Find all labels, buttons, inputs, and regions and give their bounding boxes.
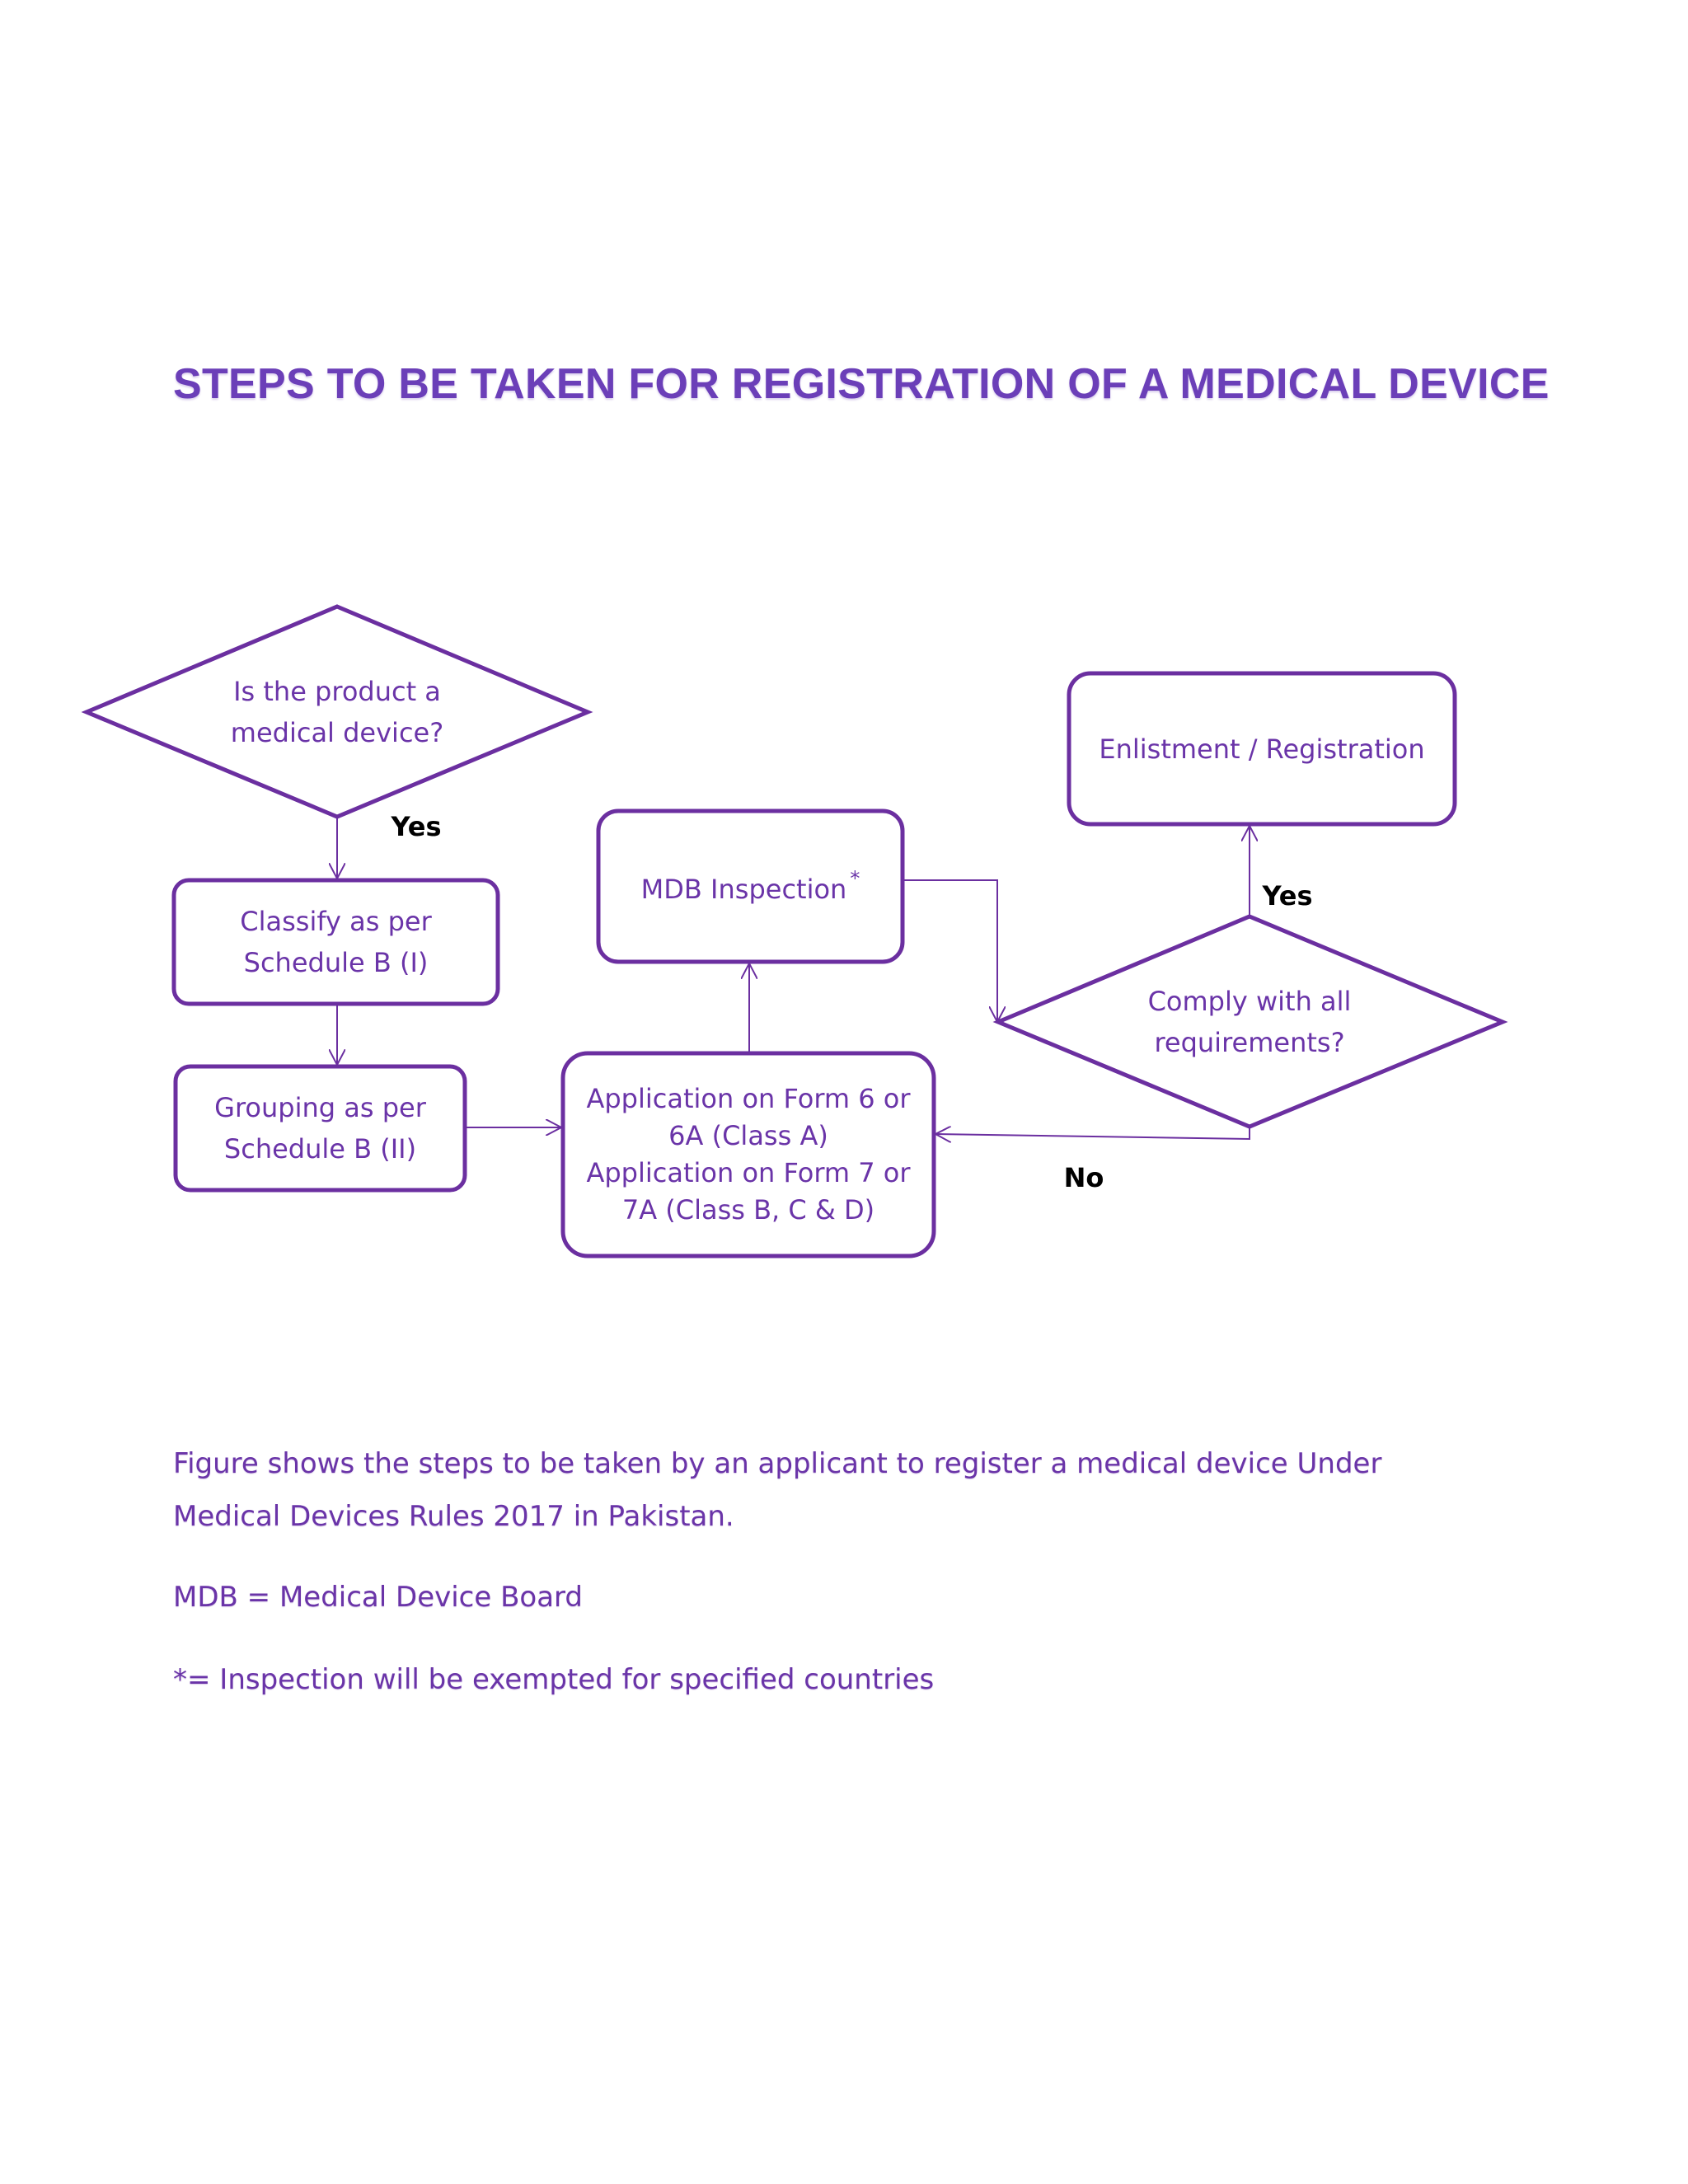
inspection-footnote: *= Inspection will be exempted for speci… [173, 1663, 935, 1696]
application-line4: 7A (Class B, C & D) [621, 1194, 875, 1226]
grouping-line1: Grouping as per [214, 1092, 426, 1123]
decision-is-device: Is the product a medical device? [190, 663, 485, 762]
inspection-box-shape [596, 808, 905, 964]
arrow-inspection-to-comply [903, 879, 997, 1022]
application-line3: Application on Form 7 or [586, 1157, 911, 1188]
inspection-label: MDB Inspection [640, 873, 847, 905]
registration-box: Enlistment / Registration [1071, 676, 1452, 822]
arrow-comply-no-to-application [935, 1127, 1250, 1139]
classify-box-shape [171, 878, 500, 1006]
edge-label-yes-comply: Yes [1262, 880, 1313, 912]
decision-comply: Comply with all requirements? [1104, 972, 1395, 1071]
decision-is-device-line1: Is the product a [233, 676, 441, 707]
application-box: Application on Form 6 or 6A (Class A) Ap… [565, 1056, 931, 1254]
page-title: STEPS TO BE TAKEN FOR REGISTRATION OF A … [173, 360, 1550, 408]
classify-line2: Schedule B (I) [243, 947, 429, 978]
figure-caption: Figure shows the steps to be taken by an… [173, 1447, 1382, 1533]
registration-label: Enlistment / Registration [1099, 733, 1425, 765]
application-line1: Application on Form 6 or [586, 1083, 911, 1114]
application-line2: 6A (Class A) [668, 1120, 828, 1151]
decision-is-device-line2: medical device? [230, 717, 444, 748]
grouping-line2: Schedule B (II) [223, 1133, 417, 1165]
exemption-marker: * [850, 866, 860, 890]
classify-line1: Classify as per [240, 906, 432, 937]
registration-box-shape [1067, 671, 1457, 827]
classify-box: Classify as per Schedule B (I) [176, 882, 496, 1002]
decision-comply-line1: Comply with all [1147, 986, 1352, 1017]
edge-label-no: No [1063, 1162, 1104, 1193]
mdb-definition: MDB = Medical Device Board [173, 1581, 584, 1614]
inspection-box: MDB Inspection* [601, 824, 900, 956]
grouping-box: Grouping as per Schedule B (II) [177, 1068, 463, 1188]
edge-label-yes-device: Yes [391, 811, 442, 842]
decision-comply-line2: requirements? [1154, 1027, 1345, 1058]
